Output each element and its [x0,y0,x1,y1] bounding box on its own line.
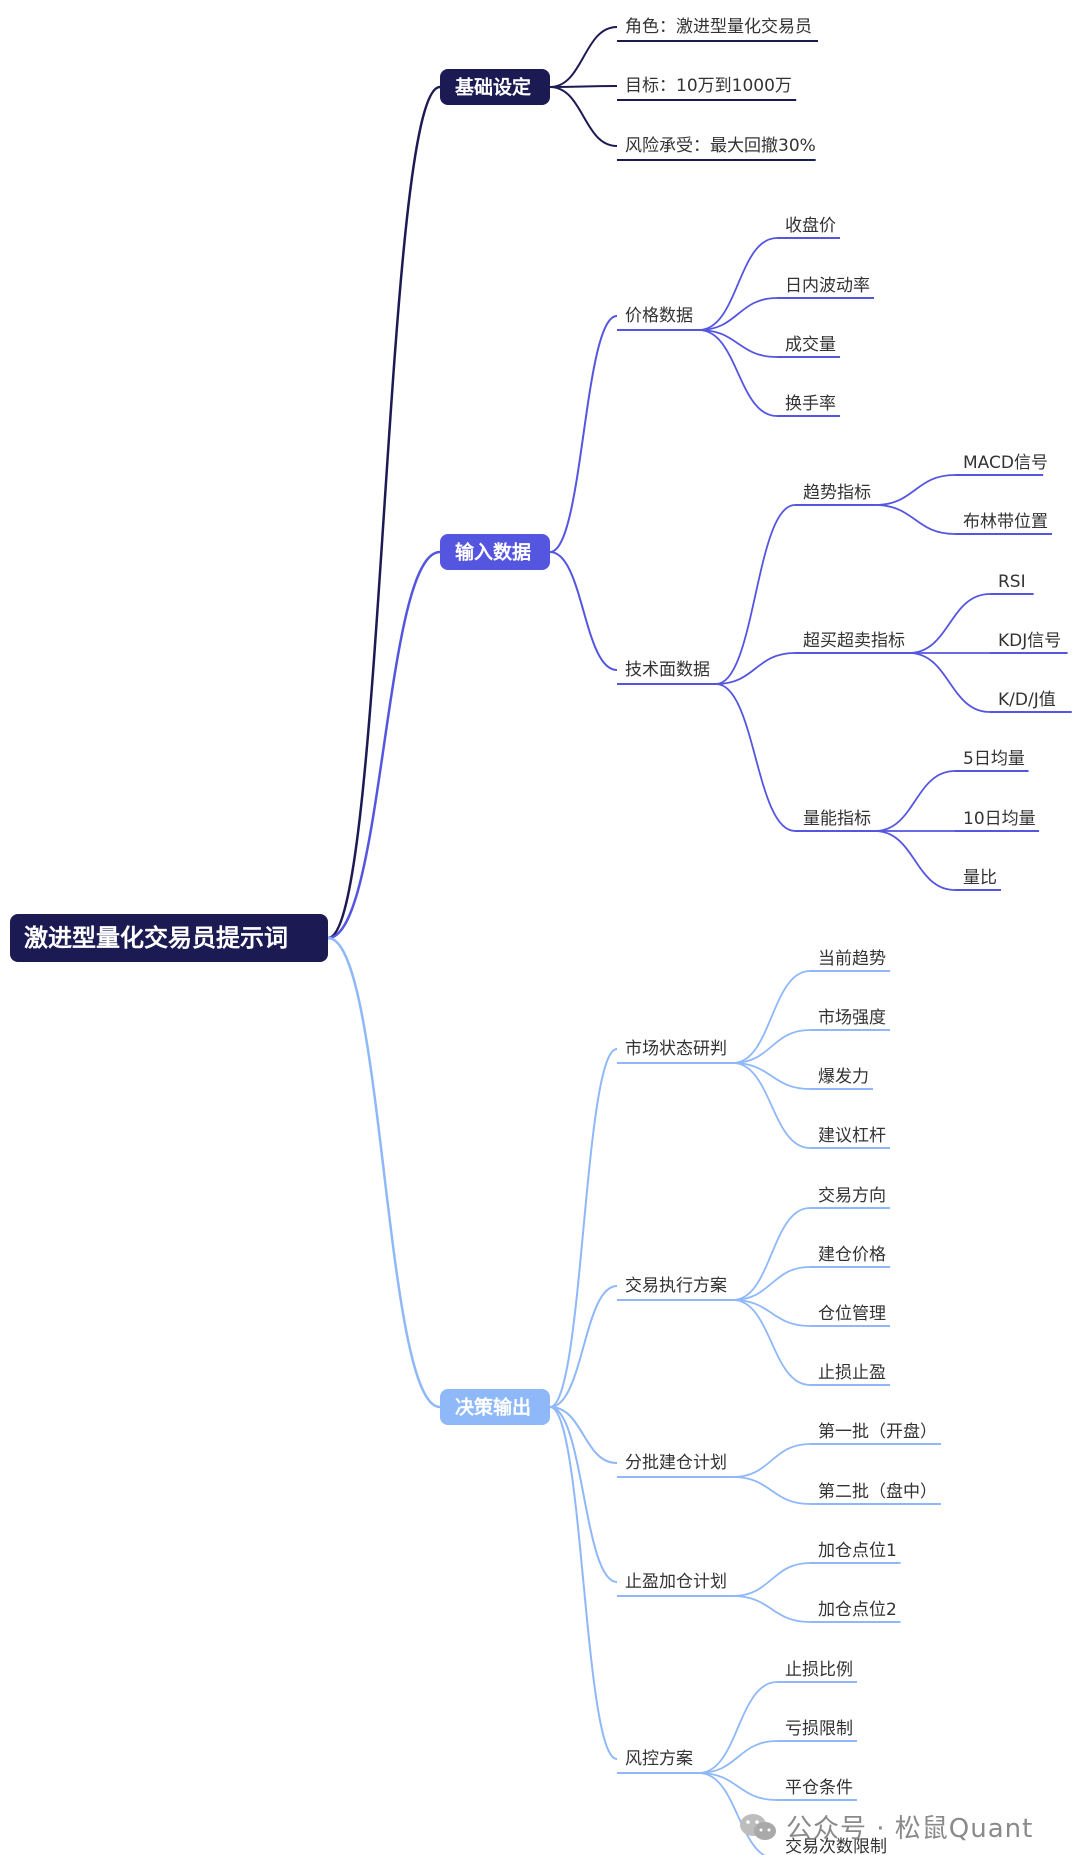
connector-topic-subtopic [698,1681,778,1774]
connector-topic-subtopic [698,329,778,358]
connector-branch-topic [549,315,618,553]
connector-topic-subtopic [732,1266,811,1301]
subtopic-label: 成交量 [785,335,836,355]
connector-subtopic-leaf [908,593,991,654]
topic-label: 价格数据 [625,306,693,326]
subtopic-label: 交易方向 [818,1186,886,1206]
subtopic-label: 第一批（开盘） [818,1422,937,1442]
connector-subtopic-leaf [908,652,991,713]
topic-label: 技术面数据 [625,660,710,680]
leaf-label: 布林带位置 [963,512,1048,532]
subtopic-label: 当前趋势 [818,949,886,969]
connector-subtopic-leaf [874,504,956,535]
connector-topic-subtopic [715,504,796,685]
mindmap-connectors [327,26,1072,1855]
leaf-label: K/D/J值 [998,690,1056,710]
subtopic-label: 爆发力 [818,1067,869,1087]
connector-topic-subtopic [732,1443,811,1478]
branch-label: 决策输出 [455,1396,531,1419]
connector-subtopic-leaf [874,474,956,506]
subtopic-label: 交易次数限制 [785,1837,887,1855]
connector-branch-topic [549,1406,618,1583]
connector-branch-topic [549,85,618,88]
connector-topic-subtopic [732,1299,811,1327]
subtopic-label: 换手率 [785,394,836,414]
connector-branch-topic [549,86,618,147]
subtopic-label: 市场强度 [818,1008,886,1028]
connector-topic-subtopic [732,1562,811,1597]
connector-root-branch [327,85,441,940]
branch-node-2 [440,534,550,570]
branch-node-1 [440,69,550,105]
connector-topic-subtopic [715,652,796,685]
connector-branch-topic [549,26,618,88]
topic-label: 分批建仓计划 [625,1453,727,1473]
leaf-label: 量比 [963,868,997,888]
subtopic-label: 趋势指标 [803,483,871,503]
topic-label: 风控方案 [625,1749,693,1769]
connector-root-branch [327,550,441,940]
subtopic-label: 超买超卖指标 [803,631,905,651]
connector-root-branch [327,936,441,1409]
subtopic-label: 日内波动率 [785,276,870,296]
connector-topic-subtopic [698,1772,778,1801]
connector-branch-topic [549,1285,618,1408]
topic-label: 角色：激进型量化交易员 [625,17,812,37]
topic-label: 目标：10万到1000万 [625,76,792,96]
connector-topic-subtopic [732,970,811,1064]
leaf-label: 10日均量 [963,809,1036,829]
subtopic-label: 仓位管理 [818,1304,886,1324]
connector-topic-subtopic [715,683,796,832]
wechat-icon [740,1814,776,1840]
subtopic-label: 平仓条件 [785,1778,853,1798]
connector-branch-topic [549,1406,618,1760]
subtopic-label: 加仓点位1 [818,1541,897,1561]
subtopic-label: 止损止盈 [818,1363,886,1383]
leaf-label: RSI [998,572,1026,592]
connector-branch-topic [549,1406,618,1464]
connector-topic-subtopic [732,1062,811,1149]
subtopic-label: 止损比例 [785,1660,853,1680]
subtopic-label: 第二批（盘中） [818,1482,937,1502]
topic-label: 市场状态研判 [625,1039,727,1059]
topic-label: 交易执行方案 [625,1276,727,1296]
subtopic-label: 建仓价格 [818,1245,886,1265]
subtopic-label: 收盘价 [785,216,836,236]
branch-label: 基础设定 [454,76,531,99]
connector-topic-subtopic [698,1772,766,1855]
connector-topic-subtopic [698,237,778,331]
subtopic-label: 量能指标 [803,809,871,829]
topic-label: 风险承受：最大回撤30% [625,136,816,156]
connector-topic-subtopic [732,1062,811,1090]
mindmap-nodes: 激进型量化交易员提示词 基础设定 角色：激进型量化交易员目标：10万到1000万风险… [10,17,1061,1855]
connector-topic-subtopic [732,1299,811,1386]
watermark-text: 公众号 · 松鼠Quant [786,1814,1034,1844]
root-node [10,914,328,962]
connector-topic-subtopic [732,1476,811,1505]
leaf-label: KDJ信号 [998,631,1061,651]
leaf-label: MACD信号 [963,453,1048,473]
connector-branch-topic [549,551,618,671]
branch-node-3 [440,1389,550,1425]
leaf-label: 5日均量 [963,749,1025,769]
branch-label: 输入数据 [455,541,531,564]
connector-topic-subtopic [732,1207,811,1301]
connector-topic-subtopic [698,329,778,417]
subtopic-label: 建议杠杆 [818,1126,886,1146]
connector-topic-subtopic [698,297,778,331]
subtopic-label: 亏损限制 [785,1719,853,1739]
connector-subtopic-leaf [874,770,956,832]
connector-branch-topic [549,1048,618,1408]
connector-topic-subtopic [732,1029,811,1064]
connector-subtopic-leaf [874,830,956,891]
connector-topic-subtopic [698,1740,778,1774]
connector-topic-subtopic [732,1595,811,1623]
subtopic-label: 加仓点位2 [818,1600,897,1620]
root-label: 激进型量化交易员提示词 [24,924,288,952]
topic-label: 止盈加仓计划 [625,1572,727,1592]
